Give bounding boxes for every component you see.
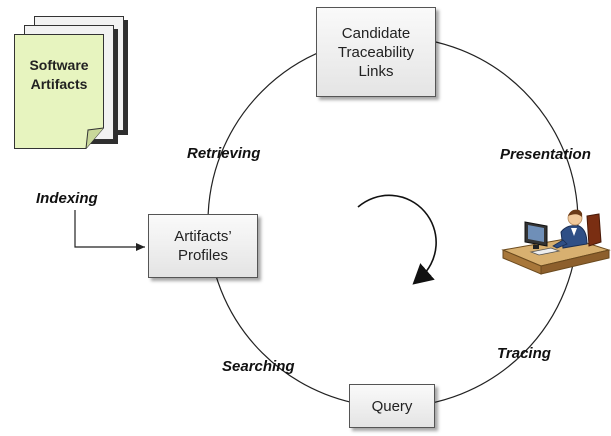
candidate-links-label: Candidate Traceability Links [337,24,415,80]
presentation-label: Presentation [500,146,591,163]
indexing-arrow [74,210,145,251]
cycle-arrow-icon [357,194,437,285]
tracing-label: Tracing [497,345,551,362]
retrieving-label: Retrieving [187,145,261,162]
query-box: Query [349,384,435,428]
candidate-links-box: Candidate Traceability Links [316,7,436,97]
document-icon [14,34,104,149]
software-artifacts-label: Software Artifacts [29,57,89,92]
searching-label: Searching [222,358,295,375]
software-artifacts-document: Software Artifacts [14,34,104,149]
query-label: Query [371,397,413,415]
artifacts-profiles-label: Artifacts’ Profiles [174,228,232,264]
indexing-label: Indexing [36,190,98,207]
person-at-computer-icon [501,209,611,275]
artifacts-profiles-box: Artifacts’ Profiles [148,214,258,278]
